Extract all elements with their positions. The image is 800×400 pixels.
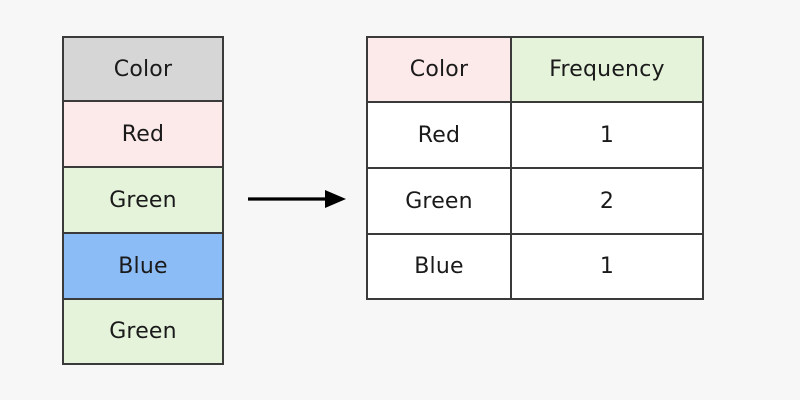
frequency-cell-count: 2 (599, 188, 615, 214)
source-table-row: Green (64, 168, 222, 234)
right-arrow-icon (246, 186, 348, 212)
frequency-cell-color: Green (368, 169, 512, 233)
source-table-row: Green (64, 300, 222, 363)
source-table-header: Color (64, 38, 222, 102)
frequency-cell-color: Blue (368, 235, 512, 298)
source-table-row: Red (64, 102, 222, 168)
frequency-cell-count: 1 (599, 254, 615, 279)
frequency-table-row: Blue 1 (368, 235, 702, 298)
source-table-row: Blue (64, 234, 222, 300)
frequency-cell-count: 1 (599, 122, 615, 148)
frequency-table-row: Green 2 (368, 169, 702, 235)
source-color-table: Color Red Green Blue Green (62, 36, 224, 365)
right-arrow-glyph (248, 190, 346, 208)
frequency-table-row: Red 1 (368, 103, 702, 169)
frequency-cell-color: Red (368, 103, 512, 167)
frequency-header-color: Color (368, 38, 512, 101)
frequency-table-header-row: Color Frequency (368, 38, 702, 103)
frequency-table: Color Frequency Red 1 Green 2 Blue 1 (366, 36, 704, 300)
frequency-header-frequency: Frequency (512, 38, 702, 101)
